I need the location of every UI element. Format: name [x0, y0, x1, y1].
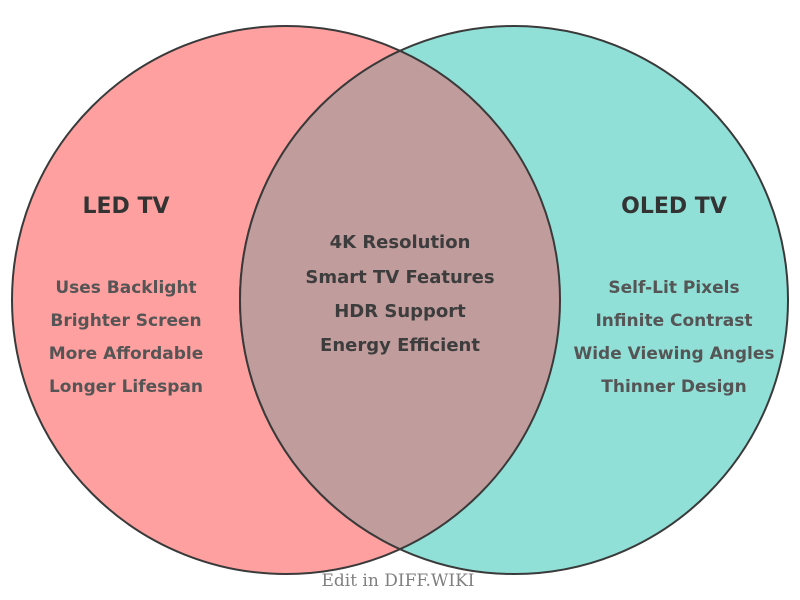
- overlap-item: Smart TV Features: [305, 267, 494, 288]
- oled-item: Infinite Contrast: [595, 311, 752, 331]
- oled-item: Wide Viewing Angles: [573, 344, 774, 364]
- edit-in-diffwiki-link[interactable]: Edit in DIFF.WIKI: [321, 571, 474, 591]
- led-circle-arc: [240, 26, 561, 574]
- led-item: Brighter Screen: [50, 311, 201, 331]
- oled-title: OLED TV: [621, 194, 727, 219]
- overlap-item: Energy Efficient: [320, 335, 480, 356]
- overlap-region: [239, 26, 560, 574]
- oled-item: Self-Lit Pixels: [608, 278, 739, 298]
- overlap-item: 4K Resolution: [330, 232, 471, 253]
- led-item: Uses Backlight: [55, 278, 196, 298]
- led-title: LED TV: [82, 194, 169, 219]
- led-item: More Affordable: [49, 344, 204, 364]
- oled-item: Thinner Design: [601, 377, 746, 397]
- overlap-item: HDR Support: [334, 301, 466, 322]
- led-item: Longer Lifespan: [49, 377, 203, 397]
